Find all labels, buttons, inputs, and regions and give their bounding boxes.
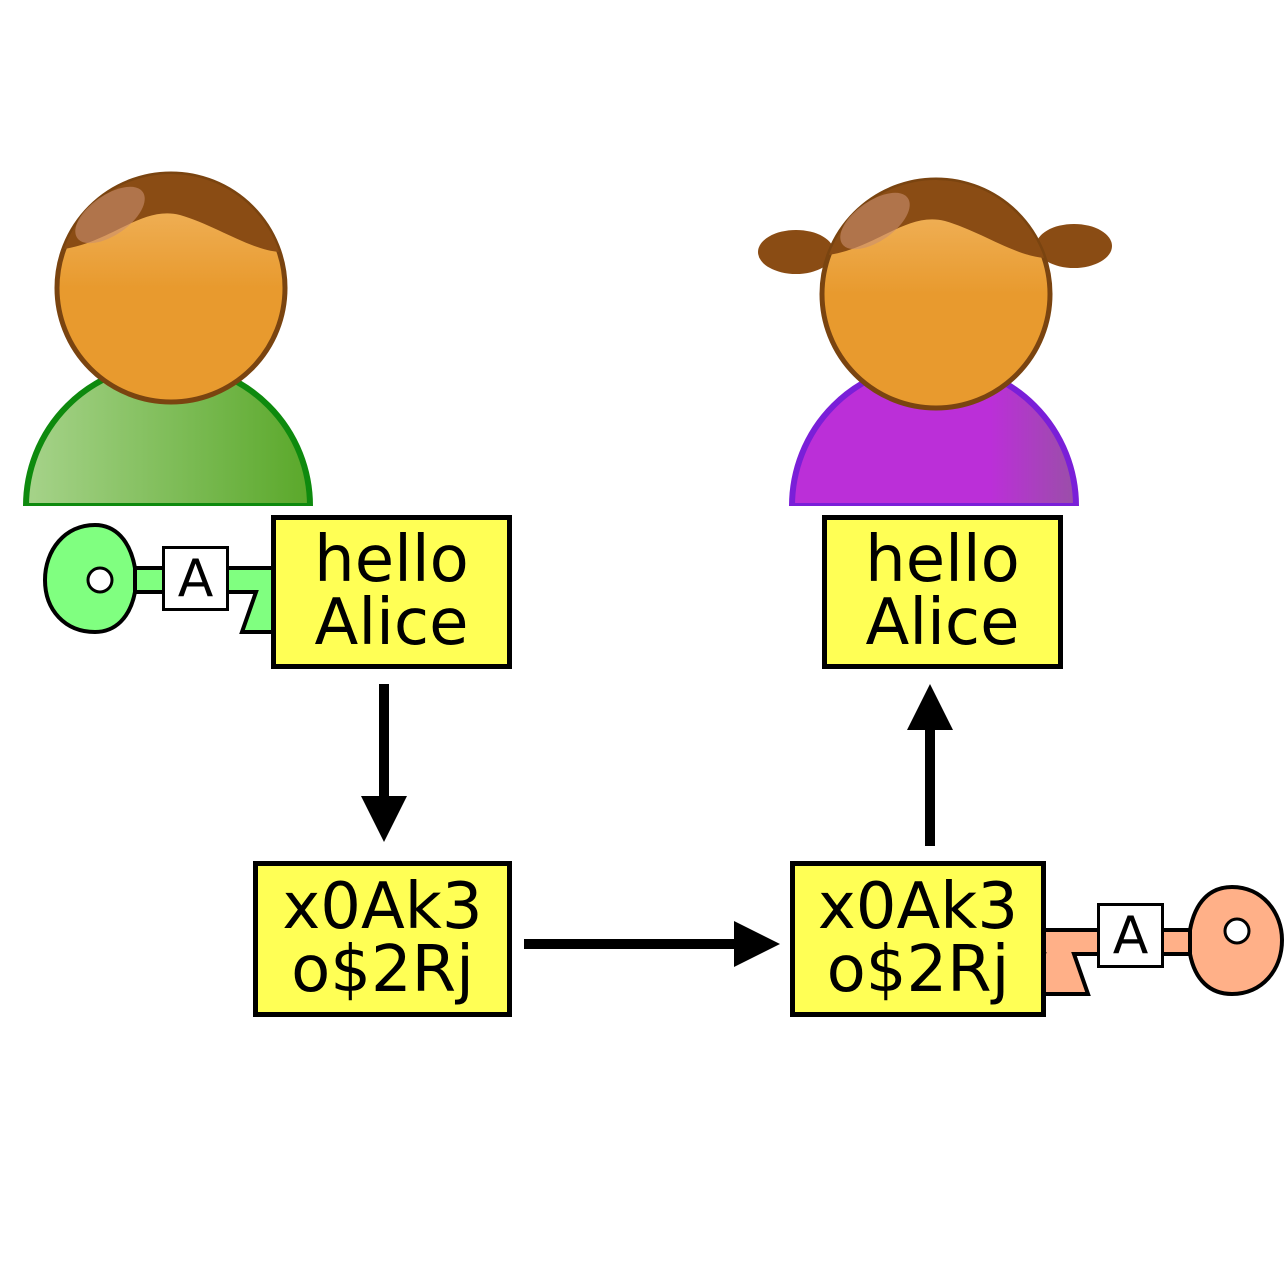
- receiver-person-icon: [758, 177, 1112, 506]
- receiver-plaintext-box: hello Alice: [822, 515, 1063, 669]
- received-ciphertext-box: x0Ak3 o$2Rj: [790, 861, 1046, 1017]
- arrow-up-decrypt: [907, 684, 953, 846]
- sent-ciphertext-box: x0Ak3 o$2Rj: [253, 861, 512, 1017]
- decryption-key-label: A: [1097, 903, 1164, 968]
- received-ciphertext-line2: o$2Rj: [826, 933, 1010, 1007]
- sender-plaintext-line2: Alice: [314, 586, 469, 660]
- sent-ciphertext-line2: o$2Rj: [291, 933, 474, 1007]
- received-ciphertext-line1: x0Ak3: [817, 870, 1019, 945]
- arrow-down-encrypt: [361, 684, 407, 842]
- arrow-right-transmit: [524, 921, 780, 967]
- encryption-key-label: A: [162, 546, 229, 611]
- sender-person-icon: [22, 171, 314, 506]
- sender-plaintext-line1: hello: [314, 523, 469, 598]
- sent-ciphertext-line1: x0Ak3: [282, 870, 483, 945]
- receiver-plaintext-line2: Alice: [865, 586, 1020, 660]
- sender-plaintext-box: hello Alice: [271, 515, 512, 669]
- receiver-plaintext-line1: hello: [865, 523, 1020, 598]
